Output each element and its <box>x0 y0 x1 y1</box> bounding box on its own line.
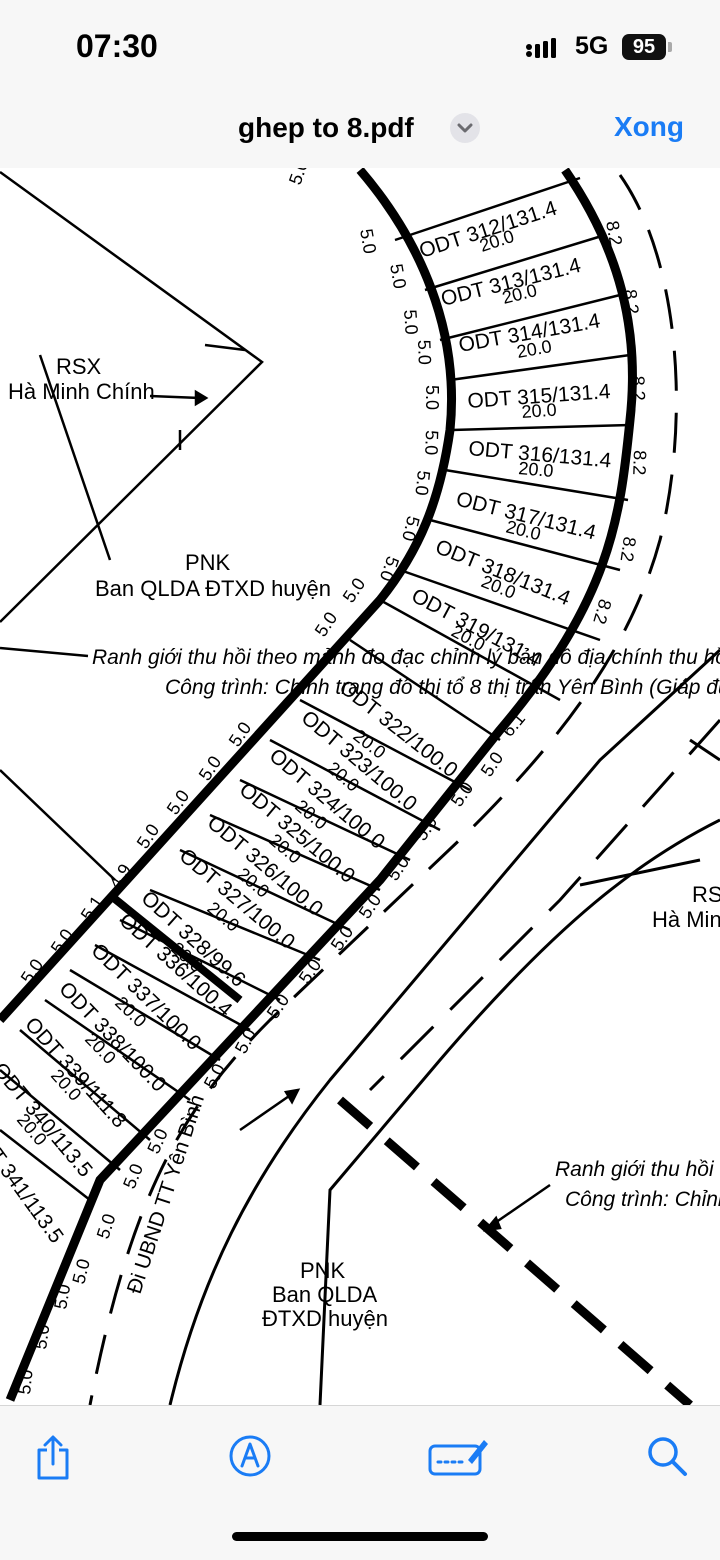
network-type: 5G <box>575 32 609 60</box>
dim-outer: 8.2 <box>589 597 615 627</box>
dim-inner: 5.0 <box>355 890 386 922</box>
dim-inner: 5.0 <box>17 955 48 987</box>
owner-left-label: Hà Minh Chính <box>8 379 155 404</box>
dim-inner: 5.0 <box>68 1257 93 1286</box>
dim-small: 4.9 <box>105 860 136 892</box>
share-button[interactable] <box>33 1434 73 1487</box>
chevron-down-icon <box>457 123 473 133</box>
dim-outer: 8.2 <box>629 450 650 476</box>
dim-inner: 5.0 <box>14 1368 37 1395</box>
road-edge <box>168 648 720 1405</box>
dim-inner: 5.0 <box>47 925 78 957</box>
boundary2-line1: Ranh giới thu hồi t <box>555 1158 720 1181</box>
dim-inner: 5.0 <box>50 1283 74 1311</box>
road-centerline <box>88 174 678 1405</box>
agency-bottom-label-2: ĐTXD huyện <box>262 1306 388 1331</box>
pdf-page[interactable]: RSX Hà Minh Chính PNK Ban QLDA ĐTXD huyệ… <box>0 168 720 1405</box>
dim-outer: 8.2 <box>628 375 649 401</box>
dim-inner: 5.0 <box>383 852 414 884</box>
lot-width: 20.0 <box>521 400 557 422</box>
search-button[interactable] <box>645 1434 689 1483</box>
rsx-right-label: RS <box>692 882 720 907</box>
dim-inner: 5.0 <box>339 574 370 606</box>
agency-top-label: Ban QLDA ĐTXD huyện <box>95 576 331 601</box>
signature-button[interactable] <box>428 1434 488 1483</box>
agency-bottom-label-1: Ban QLDA <box>272 1282 377 1307</box>
cadastral-map: RSX Hà Minh Chính PNK Ban QLDA ĐTXD huyệ… <box>0 168 720 1405</box>
navigation-bar: ghep to 8.pdf Xong <box>0 95 720 169</box>
dim-inner: 5.0 <box>93 1211 120 1241</box>
markup-icon <box>229 1435 271 1477</box>
search-icon <box>648 1437 687 1476</box>
dim-inner: 5.0 <box>411 470 434 497</box>
status-bar: 07:30 5G 95 <box>0 0 720 95</box>
dim-outer: 8.2 <box>617 535 640 563</box>
dim-inner: 5.0 <box>421 430 442 456</box>
outer-lot-boundary <box>5 168 637 1402</box>
title-menu-button[interactable] <box>450 113 480 143</box>
document-title[interactable]: ghep to 8.pdf <box>238 112 414 143</box>
left-parcel-lines <box>0 170 264 881</box>
home-indicator[interactable] <box>232 1532 488 1541</box>
owner-arrow <box>149 389 209 407</box>
dim-inner: 5.0 <box>414 339 435 365</box>
rsx-left-label: RSX <box>56 354 102 379</box>
dim-inner: 5.0 <box>30 1323 53 1351</box>
boundary-line1: Ranh giới thu hồi theo mảnh đo đạc chỉnh… <box>92 646 720 669</box>
dim-outer: 8.2 <box>602 219 626 247</box>
status-time: 07:30 <box>76 28 158 64</box>
signal-icon <box>526 38 556 58</box>
dim-inner: 5.0 <box>386 262 410 290</box>
dim-outer2: 6.1 <box>498 709 529 741</box>
signature-icon <box>428 1440 488 1476</box>
dim-inner: 5.0 <box>447 778 478 810</box>
done-button[interactable]: Xong <box>614 111 684 142</box>
dim-inner: 5.0 <box>422 385 442 410</box>
battery-nub <box>668 42 672 52</box>
markup-button[interactable] <box>228 1434 272 1483</box>
boundary-dashed <box>337 1096 693 1405</box>
road-label: Đi UBND TT Yên Bình <box>123 1092 209 1297</box>
pnk-top-label: PNK <box>185 550 231 575</box>
dim-inner: 5.0 <box>119 1161 147 1192</box>
owner-right-label: Hà Minh <box>652 907 720 932</box>
pnk-bottom-label: PNK <box>300 1258 346 1283</box>
dim-outer: 8.2 <box>620 288 643 315</box>
share-icon <box>37 1435 69 1480</box>
dim-inner: 5.0 <box>356 227 380 255</box>
dim-inner: 5.0 <box>285 168 312 187</box>
battery-indicator: 95 <box>622 34 666 60</box>
road-arrow <box>239 1088 301 1132</box>
dim-inner: 5.0 <box>311 608 342 640</box>
boundary2-line2: Công trình: Chỉnh <box>565 1188 720 1211</box>
dim-small2: 5.1 <box>77 892 108 924</box>
dim-inner: 5.0 <box>400 309 422 335</box>
lot-width: 20.0 <box>518 458 555 481</box>
boundary-line2: Công trình: Chỉnh trang đô thị tổ 8 thị … <box>165 676 720 699</box>
boundary-arrow <box>482 1183 551 1232</box>
